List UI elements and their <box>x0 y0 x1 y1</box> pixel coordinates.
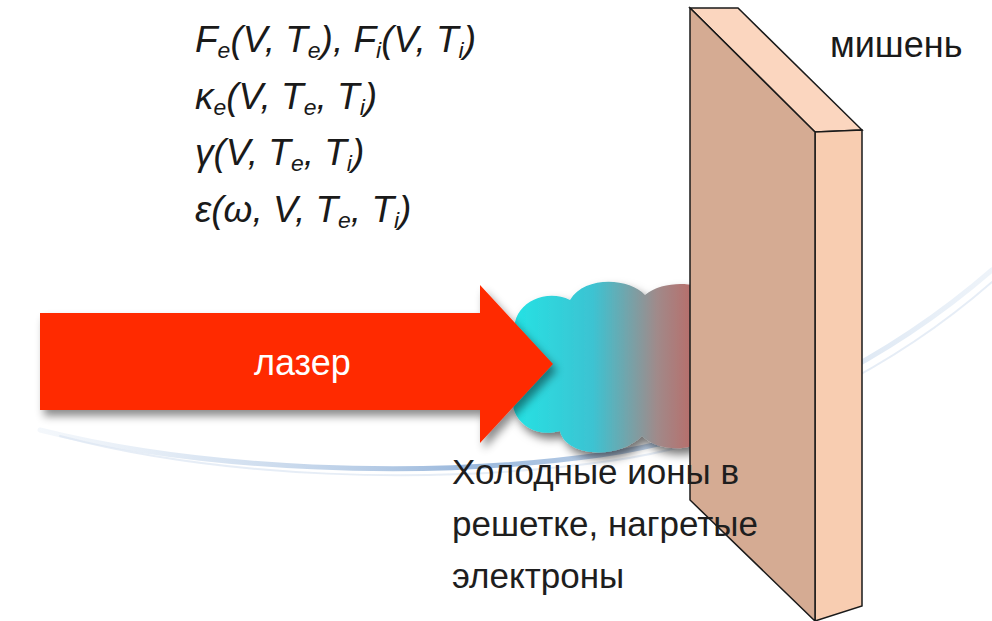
formula-label: ε(ω, V, Te, Ti) <box>195 188 411 232</box>
formula-label: κe(V, Te, Ti) <box>195 75 377 119</box>
caption-note: Холодные ионы в решетке, нагретые электр… <box>452 446 797 602</box>
formula-label: Fe(V, Te), Fi(V, Ti) <box>195 18 476 62</box>
formula-label: γ(V, Te, Ti) <box>195 131 364 175</box>
slab-side <box>815 130 862 621</box>
target-label: мишень <box>830 24 962 66</box>
arrow-label: лазер <box>254 342 351 384</box>
arrow-body <box>40 285 553 443</box>
laser-arrow: лазер <box>40 283 555 445</box>
